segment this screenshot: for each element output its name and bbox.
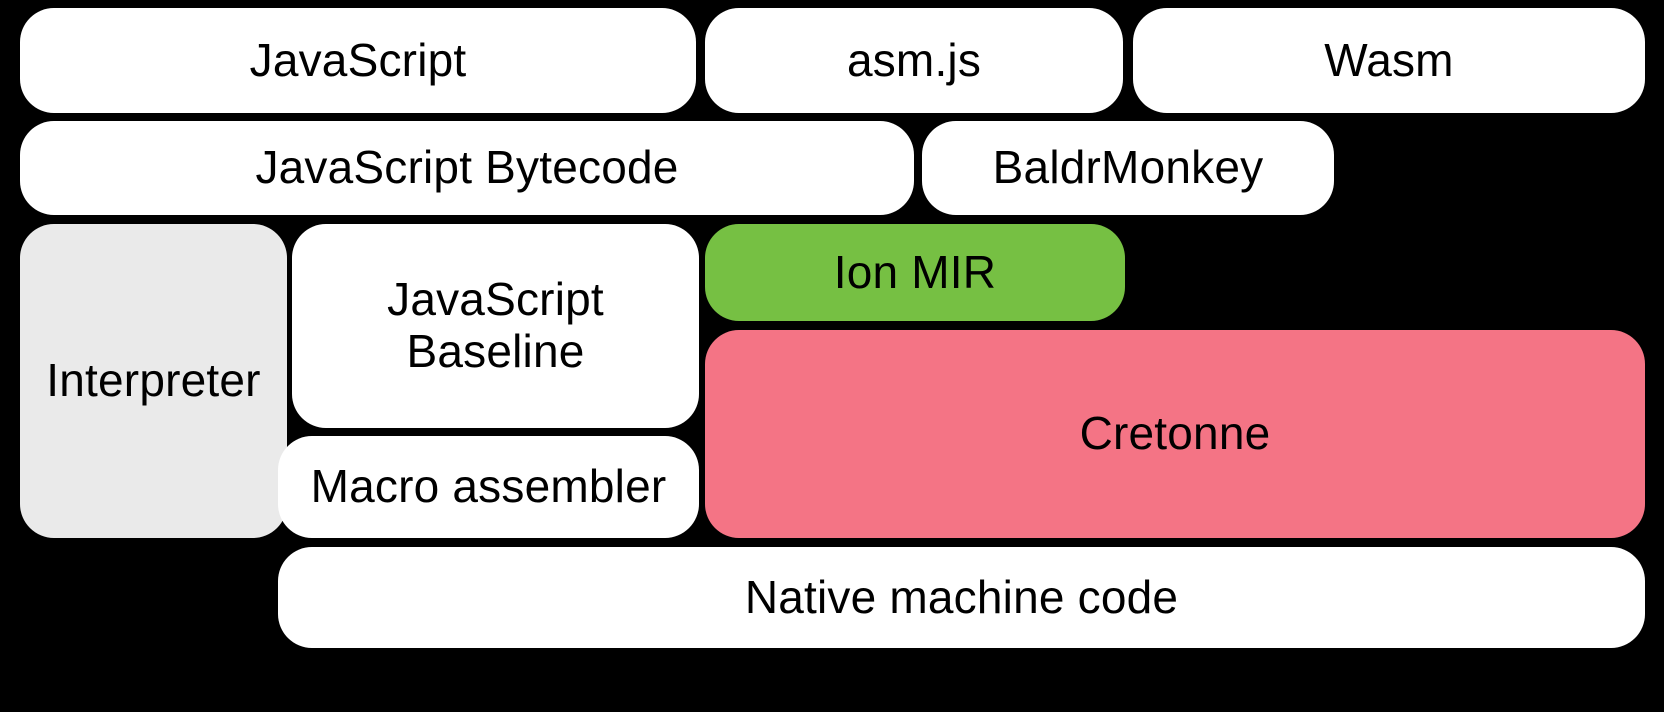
node-asmjs[interactable]: asm.js xyxy=(705,8,1123,113)
node-ion-mir[interactable]: Ion MIR xyxy=(705,224,1125,321)
node-javascript-bytecode[interactable]: JavaScript Bytecode xyxy=(20,121,914,215)
node-javascript[interactable]: JavaScript xyxy=(20,8,696,113)
node-macro-assembler[interactable]: Macro assembler xyxy=(278,436,699,538)
node-native-machine-code[interactable]: Native machine code xyxy=(278,547,1645,648)
node-javascript-baseline[interactable]: JavaScript Baseline xyxy=(292,224,699,428)
node-cretonne[interactable]: Cretonne xyxy=(705,330,1645,538)
node-wasm[interactable]: Wasm xyxy=(1133,8,1645,113)
node-baldrmonkey[interactable]: BaldrMonkey xyxy=(922,121,1334,215)
node-interpreter[interactable]: Interpreter xyxy=(20,224,287,538)
